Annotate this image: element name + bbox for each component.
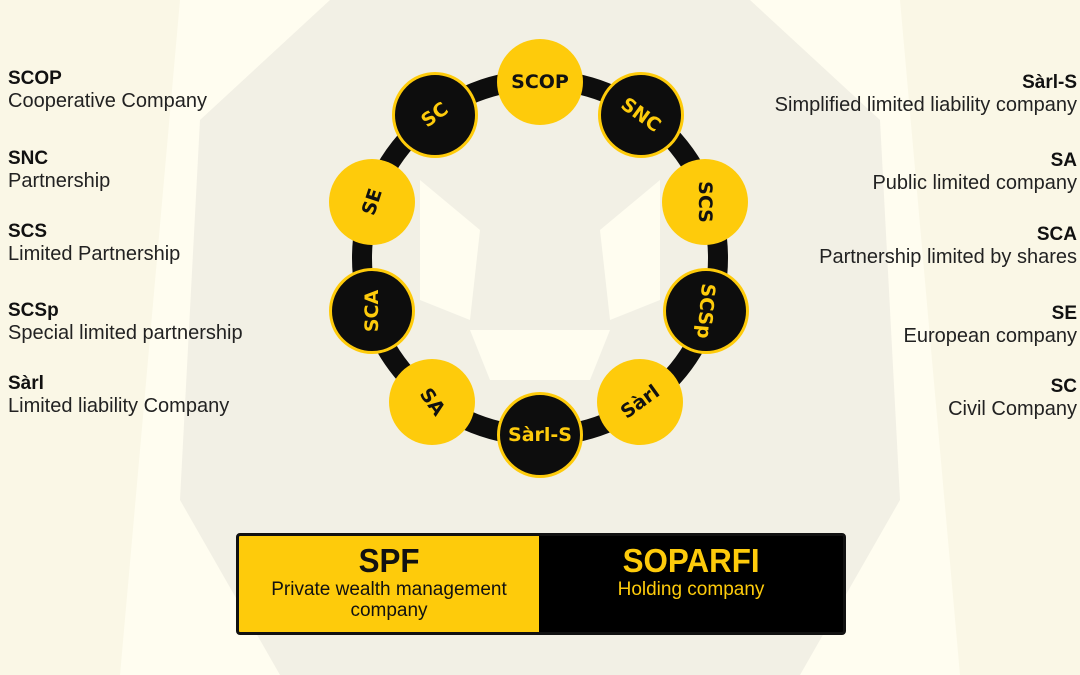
label-desc: Public limited company [872, 171, 1077, 194]
node-sa: SA [389, 359, 475, 445]
label-code: SCSp [8, 300, 59, 321]
soparfi-panel: SOPARFI Holding company [539, 536, 843, 632]
soparfi-title: SOPARFI [622, 542, 760, 579]
node-label: SCA [361, 289, 383, 333]
label-code: SCS [8, 221, 48, 242]
node-label: SA [414, 384, 450, 420]
label-code: SNC [8, 148, 49, 169]
node-snc: SNC [598, 72, 684, 158]
label-code: SCOP [8, 68, 62, 89]
node-label: SCOP [511, 71, 569, 93]
label-desc: European company [903, 324, 1077, 347]
node-se: SE [329, 159, 415, 245]
label-desc: Cooperative Company [8, 89, 207, 112]
label-code: SC [1050, 376, 1077, 397]
label-desc: Partnership limited by shares [819, 245, 1077, 268]
spf-desc: Private wealth management company [271, 579, 507, 621]
soparfi-desc: Holding company [617, 579, 765, 600]
holding-types-box: SPF Private wealth management company SO… [236, 533, 846, 635]
node-sarl: Sàrl [597, 359, 683, 445]
node-label: SCS [693, 181, 716, 223]
spf-title: SPF [358, 542, 420, 579]
node-sca: SCA [329, 268, 415, 354]
label-code: SCA [1036, 224, 1077, 245]
node-scop: SCOP [497, 39, 583, 125]
label-code: SE [1051, 303, 1077, 324]
node-label: Sàrl [616, 380, 664, 424]
label-code: SA [1050, 150, 1077, 171]
label-desc: Limited Partnership [8, 242, 181, 265]
label-desc: Partnership [8, 169, 111, 192]
node-label: SE [357, 185, 387, 219]
label-desc: Simplified limited liability company [774, 93, 1077, 116]
node-scsp: SCSp [663, 268, 749, 354]
label-code: Sàrl [8, 373, 44, 394]
node-sarl-s: Sàrl-S [497, 392, 583, 478]
node-label: SCSp [692, 282, 720, 340]
label-desc: Special limited partnership [8, 321, 243, 344]
node-label: SC [417, 97, 453, 133]
label-code: Sàrl-S [1022, 72, 1077, 93]
label-desc: Civil Company [948, 397, 1077, 420]
node-scs: SCS [662, 159, 748, 245]
label-desc: Limited liability Company [8, 394, 230, 417]
node-label: Sàrl-S [508, 424, 572, 446]
spf-panel: SPF Private wealth management company [239, 536, 539, 632]
node-label: SNC [616, 93, 666, 137]
node-sc: SC [392, 72, 478, 158]
